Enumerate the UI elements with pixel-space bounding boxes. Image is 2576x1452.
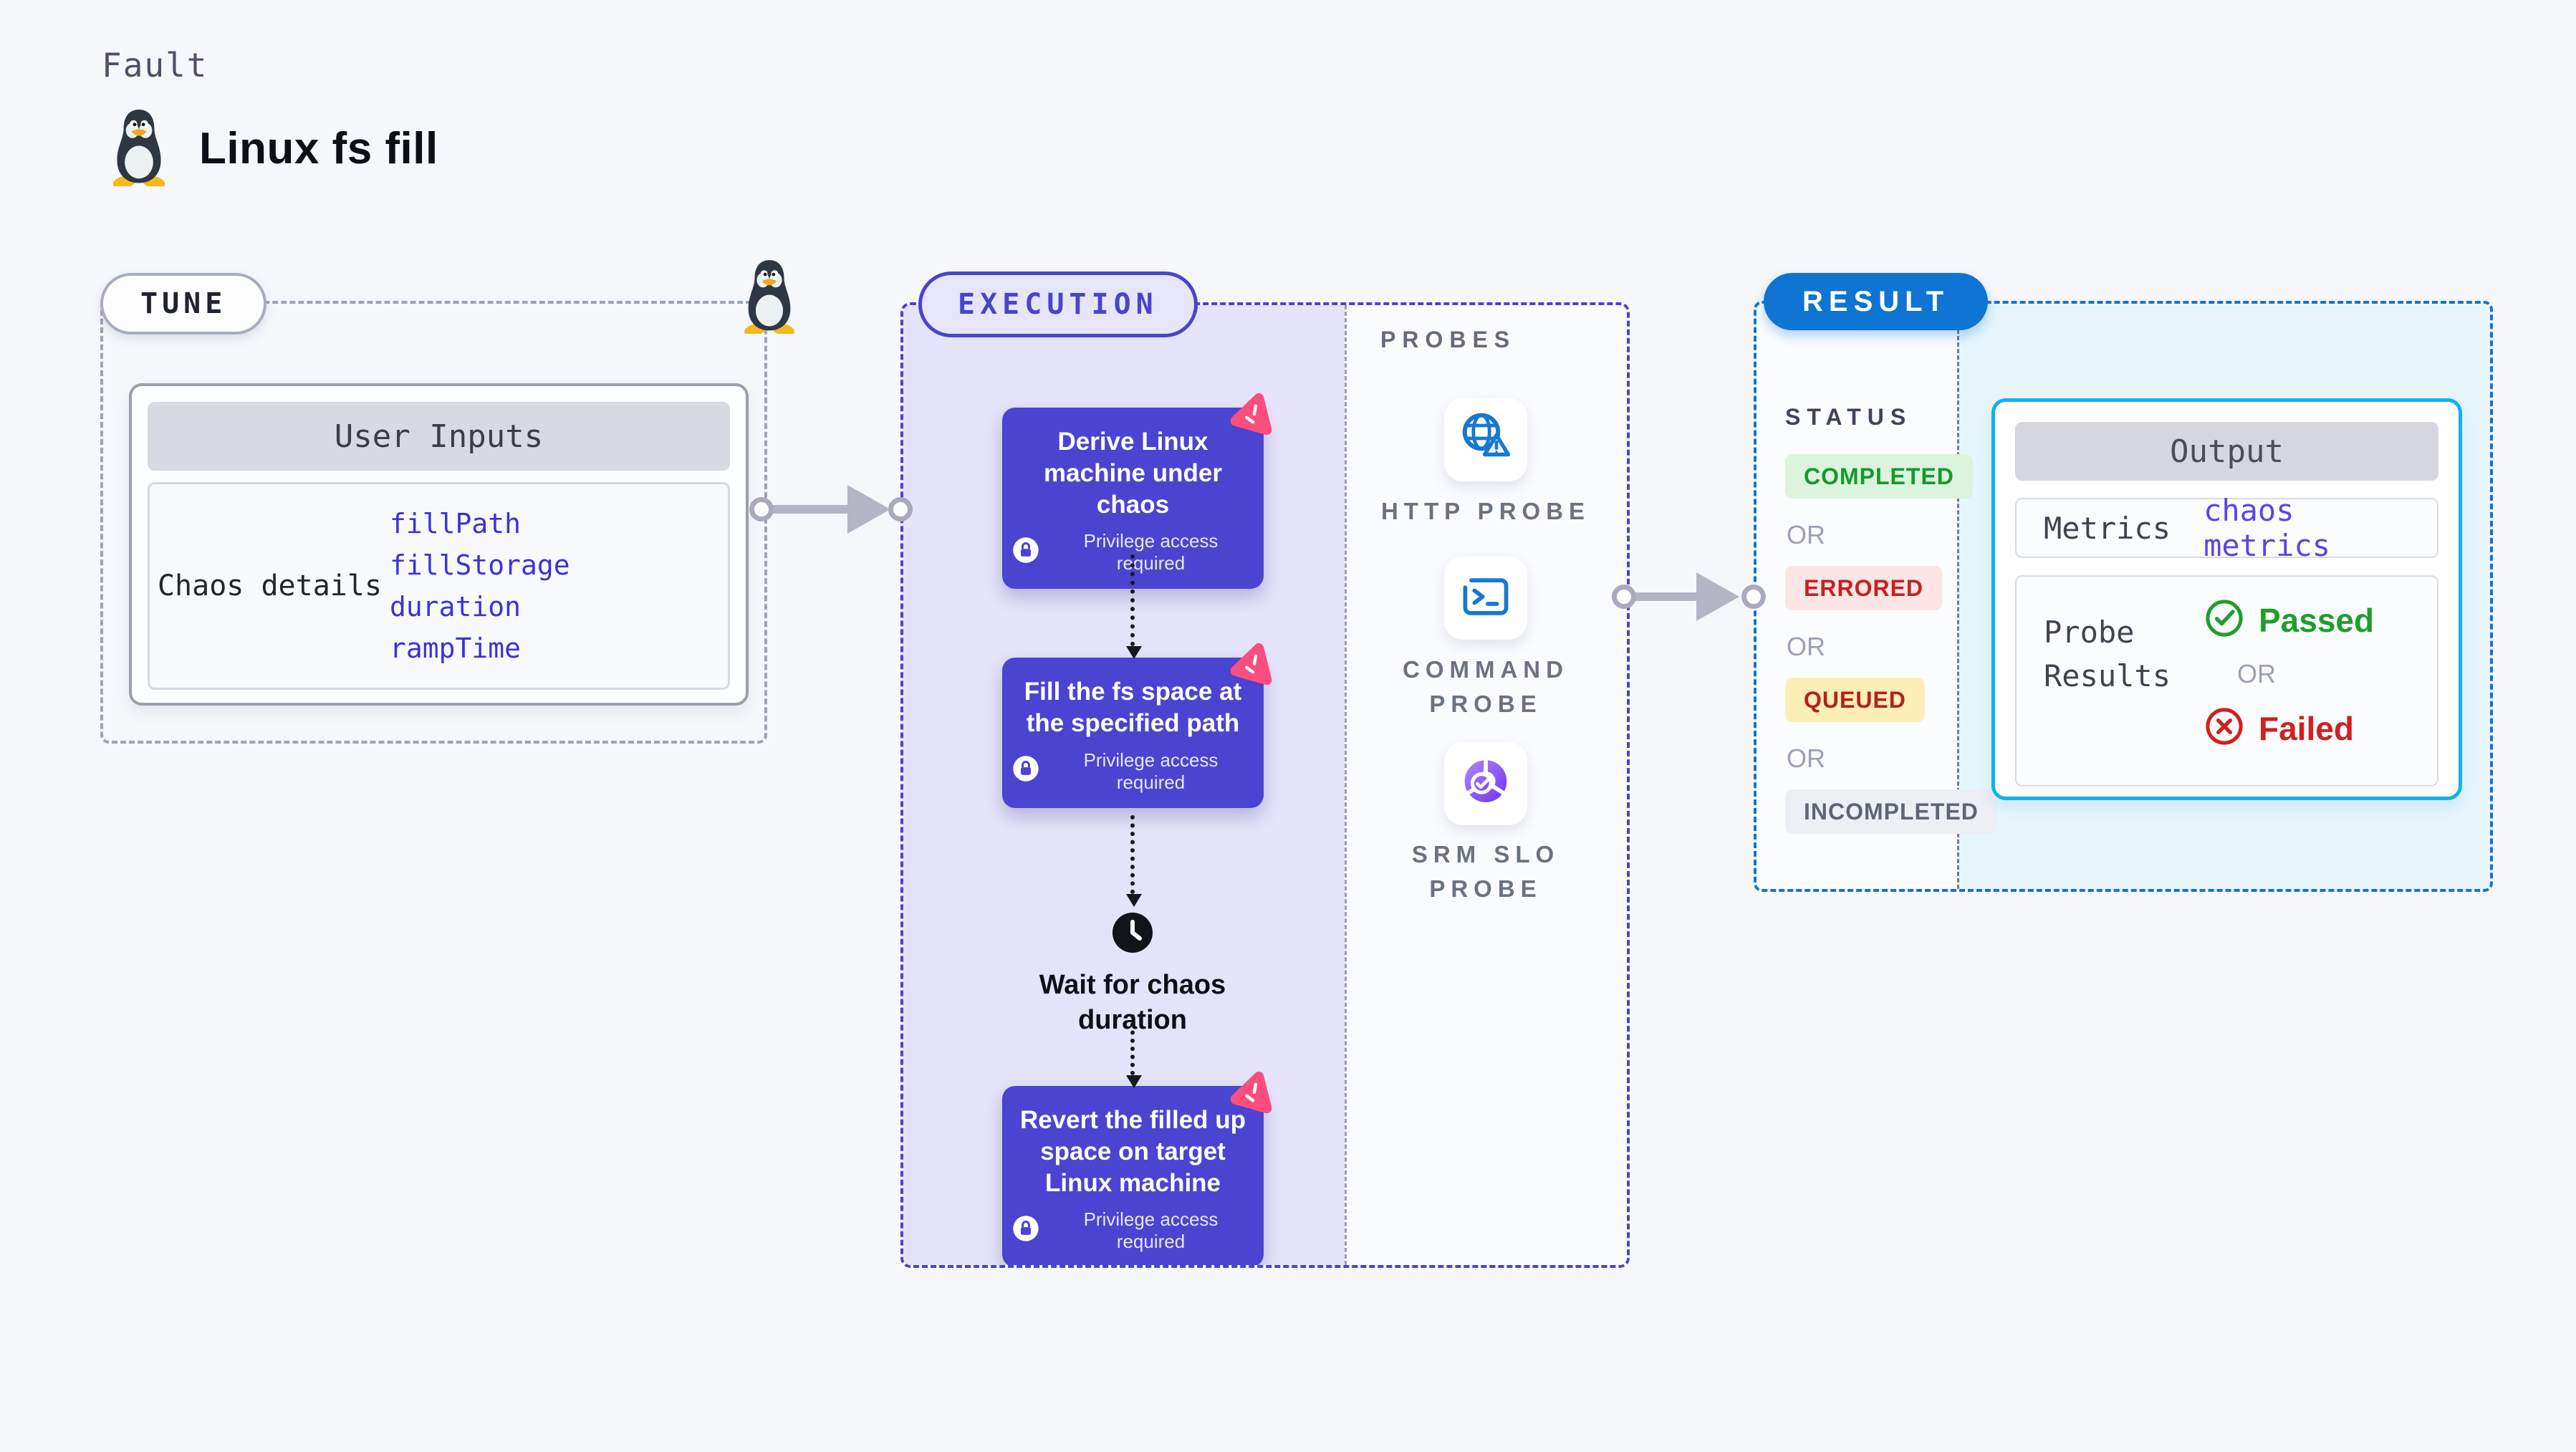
step-title: Fill the fs space at the specified path [1024,678,1242,737]
status-badge-queued: QUEUED [1785,678,1925,722]
clock-icon [1111,913,1154,957]
lock-icon [1012,1215,1039,1247]
chaos-params-list: fillPath fillStorage duration rampTime [390,484,728,688]
terminal-icon [1457,568,1514,629]
flow-arrowhead [1126,646,1142,659]
privilege-note: Privilege access required [1012,749,1254,794]
chaos-badge-icon [1230,390,1278,438]
http-probe-label: HTTP PROBE [1380,498,1591,524]
param-fillpath: fillPath [390,508,522,539]
status-title: STATUS [1785,404,1913,430]
user-inputs-body: Chaos details fillPath fillStorage durat… [148,482,730,690]
status-badge-incompleted: INCOMPLETED [1785,789,1997,834]
step-title: Revert the filled up space on target Lin… [1019,1106,1246,1197]
tune-to-execution-connector [761,505,869,514]
execution-step: Fill the fs space at the specified path … [1002,643,1272,808]
passed-label: Passed [2259,601,2375,639]
probe-results-row: Probe Results Passed OR [2015,575,2438,787]
chaos-badge-icon [1230,1069,1278,1116]
status-badge-completed: COMPLETED [1785,454,1973,499]
connector-start-dot [749,497,774,521]
x-circle-icon [2204,706,2244,750]
metrics-value: chaos metrics [2203,493,2331,563]
connector-start-dot [1612,585,1636,609]
connector-end-dot [888,497,913,521]
command-probe-card [1444,557,1527,640]
output-header: Output [2015,422,2438,481]
connector-end-dot [1741,585,1766,609]
step-title: Derive Linux machine under chaos [1044,428,1222,519]
probes-title: PROBES [1380,327,1517,352]
check-circle-icon [2204,598,2244,642]
failed-row: Failed [2204,706,2374,750]
globe-alert-icon [1456,408,1516,472]
privilege-note: Privilege access required [1012,1208,1254,1253]
execution-pill: EXECUTION [918,271,1198,337]
or-label: OR [1787,744,1825,773]
slo-donut-icon [1457,754,1514,814]
param-duration: duration [390,591,522,622]
execution-step: Revert the filled up space on target Lin… [1002,1072,1272,1265]
failed-label: Failed [2259,709,2354,747]
srm-slo-probe-card [1444,742,1527,825]
privilege-label: Privilege access required [1083,749,1219,793]
param-ramptime: rampTime [390,633,522,664]
page-header: Linux fs fill [106,107,438,190]
lock-icon [1012,537,1039,569]
flow-dotted-line [1130,1014,1135,1075]
flow-dotted-line [1130,815,1135,894]
command-probe-label: COMMAND PROBE [1403,656,1569,717]
srm-slo-probe-label: SRM SLO PROBE [1411,841,1560,902]
or-label: OR [1787,632,1825,661]
privilege-label: Privilege access required [1083,530,1219,574]
param-fillstorage: fillStorage [390,549,570,581]
execution-step: Derive Linux machine under chaos Privile… [1002,393,1272,590]
flow-arrowhead [1126,1075,1142,1088]
probe-results-label: Probe Results [2044,615,2171,693]
lock-icon [1012,755,1039,787]
chaos-badge-icon [1230,640,1278,688]
tux-penguin-icon-small [738,258,801,337]
execution-to-result-connector [1624,592,1717,601]
output-card: Output Metrics chaos metrics Probe Resul… [1991,398,2462,800]
user-inputs-header: User Inputs [148,402,730,471]
fault-kicker: Fault [102,46,208,85]
execution-section-box: PROBES Derive Linux machine under chaos … [900,302,1630,1268]
metrics-label: Metrics [2044,510,2171,546]
page-title: Linux fs fill [199,124,438,173]
privilege-note: Privilege access required [1012,530,1254,574]
result-pill: RESULT [1764,273,1989,330]
probe-results-values: Passed OR Failed [2204,598,2374,750]
flow-dotted-line [1130,554,1135,646]
or-label: OR [2237,659,2276,688]
chaos-details-label: Chaos details [157,569,383,602]
flow-arrowhead [1126,894,1142,907]
result-section-box: STATUS COMPLETED OR ERRORED OR QUEUED OR… [1754,301,2493,892]
execution-to-result-arrowhead [1696,572,1739,621]
passed-row: Passed [2204,598,2374,642]
privilege-label: Privilege access required [1083,1208,1219,1253]
or-label: OR [1787,520,1825,549]
tune-section-box [100,301,767,744]
tune-to-execution-arrowhead [847,485,890,534]
tux-penguin-icon [106,107,172,190]
tune-pill: TUNE [100,273,267,335]
status-badge-errored: ERRORED [1785,566,1943,610]
http-probe-card [1444,398,1527,481]
metrics-row: Metrics chaos metrics [2015,493,2438,563]
user-inputs-card: User Inputs Chaos details fillPath fillS… [129,383,749,706]
